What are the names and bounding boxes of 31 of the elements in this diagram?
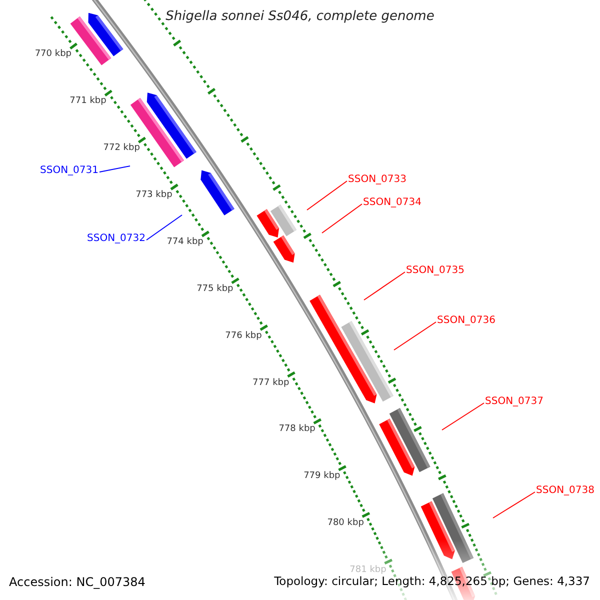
gene-label: SSON_0733: [348, 175, 406, 185]
scale-label: 777 kbp: [252, 378, 290, 388]
accession-text: Accession: NC_007384: [9, 576, 146, 588]
leader-line: [306, 180, 348, 210]
gene-label: SSON_0734: [363, 198, 422, 208]
leader-line: [99, 166, 130, 172]
gene-label: SSON_0735: [406, 266, 464, 276]
leader-line: [492, 492, 536, 518]
scale-label: 772 kbp: [103, 144, 140, 154]
leader-line: [322, 204, 362, 234]
title: Shigella sonnei Ss046, complete genome: [164, 10, 436, 23]
leader-line: [442, 402, 484, 430]
gene-label: SSON_0736: [437, 316, 496, 326]
gene-label: SSON_0731: [40, 166, 98, 176]
leader-line: [364, 272, 406, 300]
gene-label: SSON_0732: [87, 234, 146, 244]
scale-label: 778 kbp: [278, 425, 316, 434]
gene-label: SSON_0737: [485, 397, 544, 407]
scale-label: 771 kbp: [70, 97, 106, 106]
scale-label: 776 kbp: [225, 332, 262, 341]
scale-label: 770 kbp: [34, 50, 72, 60]
leader-line: [146, 214, 182, 240]
gene-label: SSON_0738: [536, 486, 594, 496]
scale-label: 774 kbp: [166, 238, 204, 247]
scale-label: 781 kbp: [350, 566, 386, 575]
scale-label: 773 kbp: [136, 191, 172, 200]
genome-info-text: Topology: circular; Length: 4,825,265 bp; Genes: 4,337: [274, 576, 590, 588]
scale-label: 775 kbp: [196, 284, 234, 294]
scale-label: 780 kbp: [327, 518, 364, 528]
scale-label: 779 kbp: [304, 472, 340, 482]
leader-line: [394, 322, 436, 350]
